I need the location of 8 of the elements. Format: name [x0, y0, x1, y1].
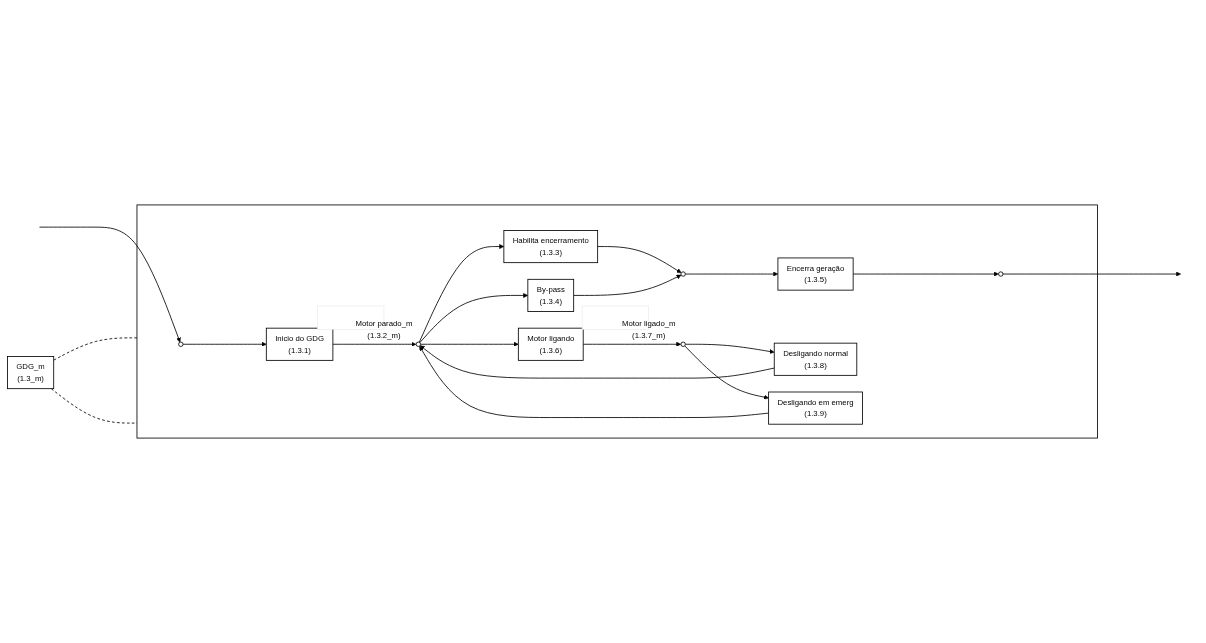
connector [50, 388, 138, 424]
node-circle [680, 341, 686, 347]
node-circle [415, 341, 421, 347]
node-circle [680, 271, 686, 277]
cluster [136, 204, 1098, 439]
node-circle [178, 341, 184, 347]
node-circle [998, 271, 1004, 277]
connector [53, 337, 138, 361]
